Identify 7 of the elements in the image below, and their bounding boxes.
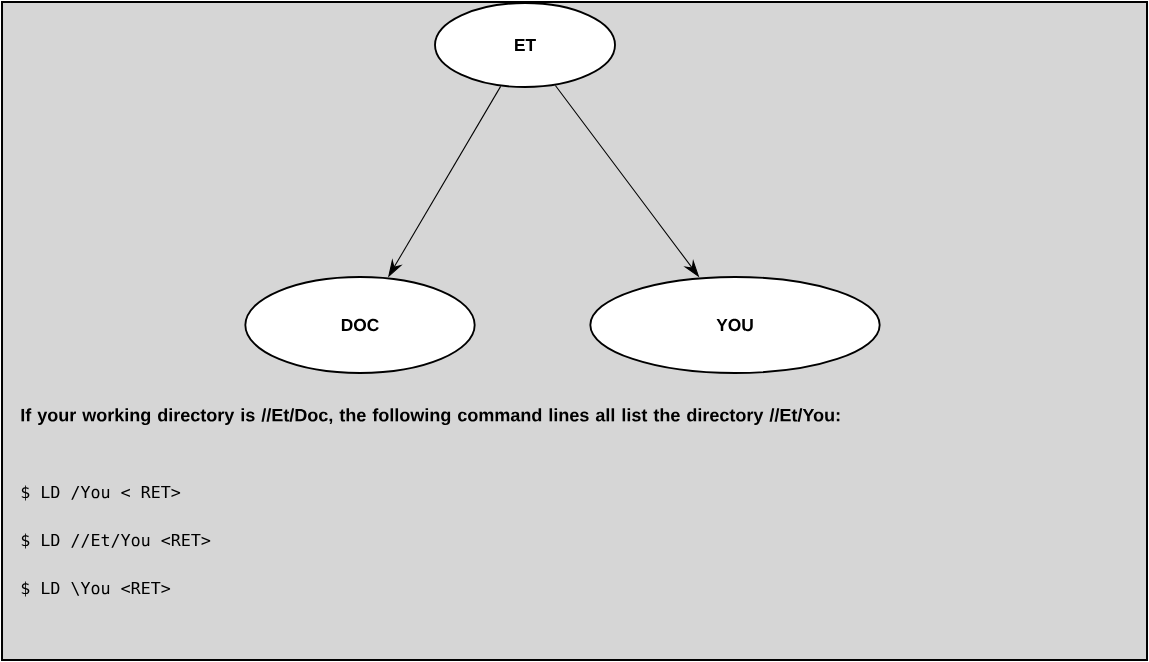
command-line: $ LD \You <RET> [21, 581, 171, 597]
paragraph: If your working directory is //Et/Doc, the following command lines all list the directory //Et/You: [21, 408, 840, 426]
command-line: $ LD /You < RET> [21, 485, 181, 501]
ellipse-node: ET [434, 2, 616, 88]
command-line: $ LD //Et/You <RET> [21, 533, 211, 549]
ellipse-node: DOC [244, 276, 476, 374]
ellipse-node: YOU [589, 276, 881, 374]
